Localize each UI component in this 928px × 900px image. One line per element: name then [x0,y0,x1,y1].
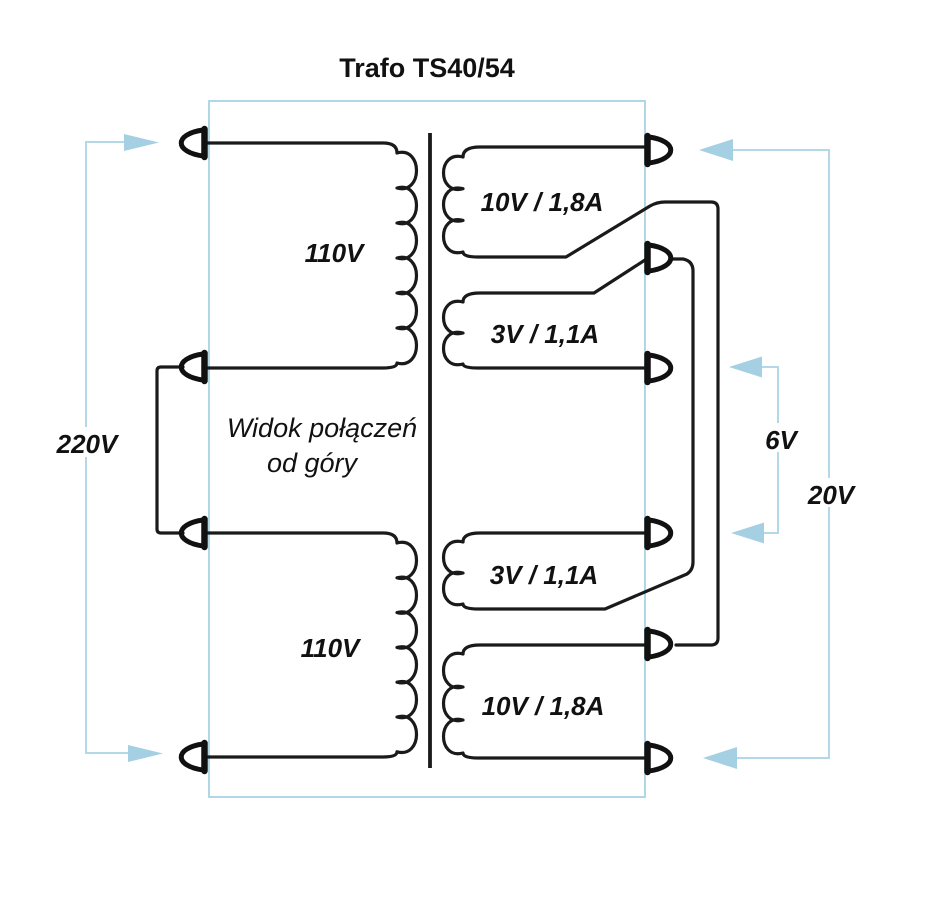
label-backing-220v [50,427,124,457]
label-backing-6v [762,423,800,452]
primary-coil-bottom [205,531,418,759]
terminal-secondary-4 [644,515,673,551]
note-line1: Widok połączeń [227,413,417,443]
label-primary-top: 110V [305,238,366,268]
label-220v: 220V [56,429,120,459]
terminal-secondary-1 [644,132,673,168]
note-line2: od góry [267,448,359,478]
terminal-primary-4 [179,739,208,775]
arrow-6v-bottom [731,522,764,544]
transformer-body-outline [208,100,646,798]
arrow-20v-top [699,139,733,161]
terminal-primary-2 [179,349,208,385]
secondary-coil-3v-top [441,258,649,370]
arrow-6v-top [729,356,762,378]
label-primary-bottom: 110V [301,633,362,663]
arrow-220v-bottom [128,745,163,762]
label-secondary-2: 3V / 1,1A [491,319,599,349]
label-20v: 20V [807,480,857,510]
label-6v: 6V [765,425,799,455]
secondary-coil-10v-top [441,145,720,647]
primary-series-jumper [155,365,185,535]
terminal-secondary-5 [644,626,673,662]
secondary-coil-3v-bottom [441,257,695,611]
arrow-220v-top [124,134,159,151]
label-secondary-3: 3V / 1,1A [490,560,598,590]
terminal-primary-1 [179,125,208,161]
terminal-secondary-2 [644,240,673,276]
label-backing-20v [800,478,862,507]
label-secondary-1: 10V / 1,8A [481,187,604,217]
secondary-coil-10v-bottom [442,643,649,760]
label-secondary-4: 10V / 1,8A [482,691,605,721]
primary-coil-top [205,141,418,370]
terminal-secondary-3 [644,350,673,386]
terminal-primary-3 [179,515,208,551]
terminal-secondary-6 [644,740,673,776]
bracket-20v [733,149,830,759]
diagram-title: Trafo TS40/54 [339,53,515,83]
arrow-20v-bottom [703,747,737,769]
